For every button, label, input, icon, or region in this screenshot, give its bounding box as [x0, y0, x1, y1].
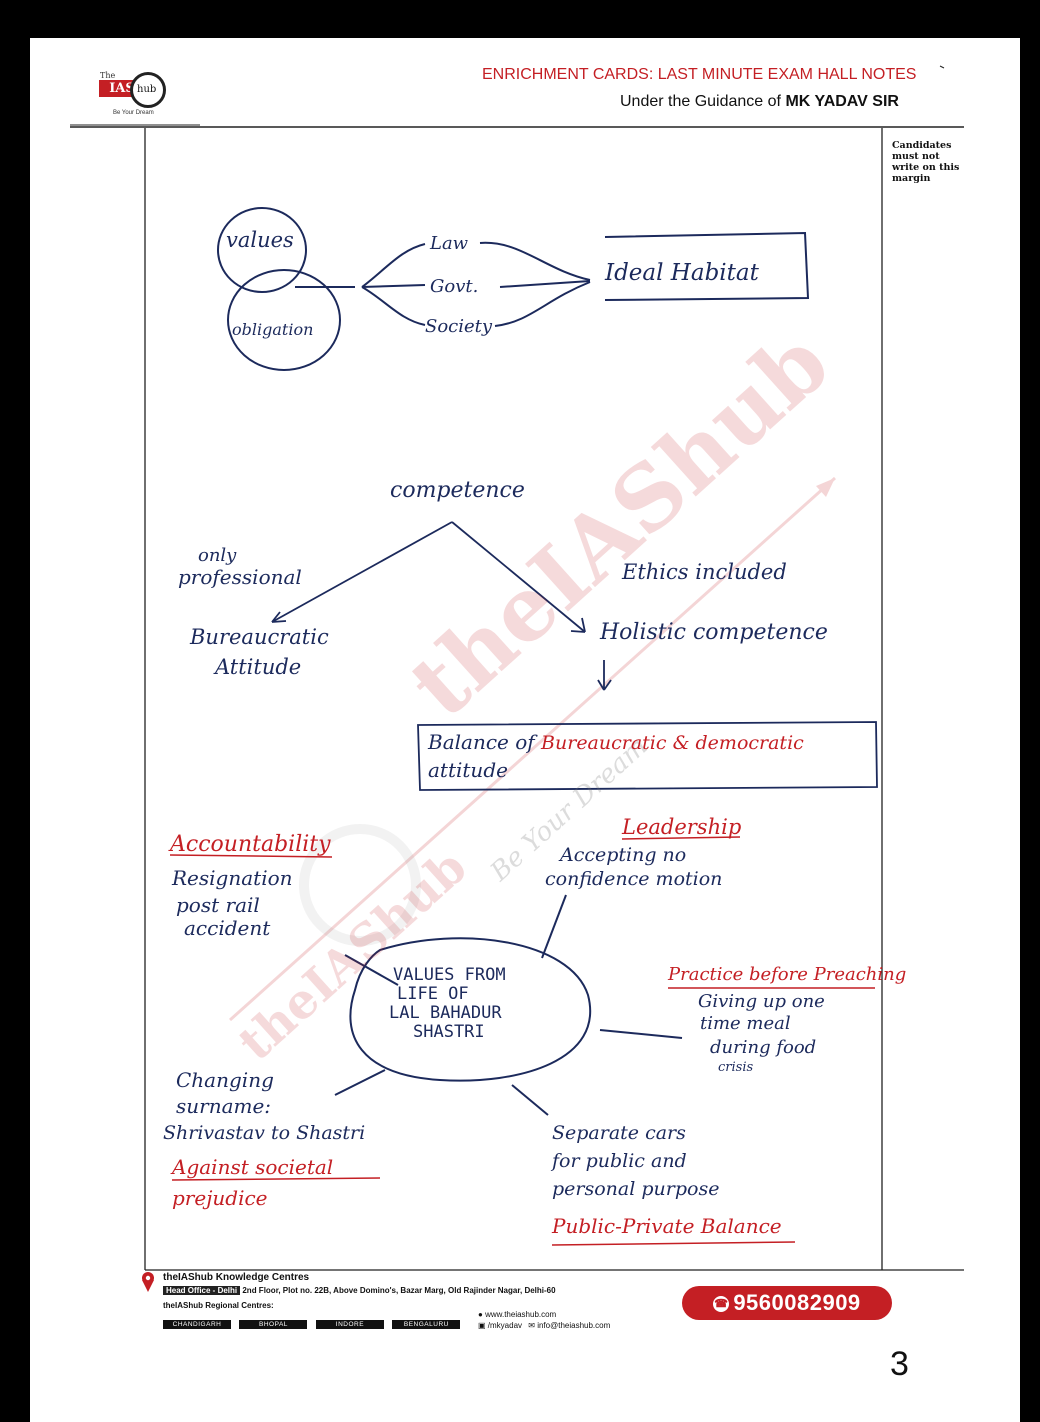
phone-badge[interactable]: ☎9560082909 — [682, 1286, 892, 1320]
bureaucratic-label: Bureaucratic — [190, 625, 329, 649]
public-private-label: Public-Private Balance — [552, 1214, 782, 1238]
watermark-ring — [299, 824, 421, 946]
leadership-line-2: confidence motion — [545, 868, 723, 890]
practice-line-1: Giving up one — [698, 991, 825, 1012]
social-line: ▣ /mkyadav ✉ info@theiashub.com — [478, 1321, 610, 1330]
watermark-arrow — [228, 476, 837, 1022]
logo-tagline: Be Your Dream — [113, 110, 154, 116]
surname-line-2: surname: — [176, 1094, 272, 1118]
societal-line-1: Against societal — [172, 1155, 334, 1179]
govt-label: Govt. — [430, 276, 479, 297]
guidance-name: MK YADAV SIR — [785, 93, 899, 110]
law-label: Law — [430, 233, 469, 254]
obligation-label: obligation — [232, 320, 314, 339]
regional-tag: CHANDIGARH — [163, 1320, 231, 1329]
ethics-included-label: Ethics included — [622, 560, 787, 584]
social-handle[interactable]: /mkyadav — [487, 1321, 523, 1330]
surname-line-1: Changing — [176, 1068, 274, 1092]
logo-the: The — [100, 71, 116, 80]
professional-label: professional — [178, 565, 302, 589]
attitude-label: Attitude — [215, 655, 302, 679]
phone-number: 9560082909 — [733, 1290, 861, 1315]
location-pin-icon — [142, 1272, 154, 1292]
center-line-4: SHASTRI — [413, 1022, 485, 1042]
head-office-label: Head Office - Delhi — [163, 1286, 241, 1295]
holistic-competence-label: Holistic competence — [600, 620, 828, 645]
page-title: ENRICHMENT CARDS: LAST MINUTE EXAM HALL … — [482, 66, 917, 83]
social-icon: ▣ — [478, 1321, 486, 1330]
centres-title: theIAShub Knowledge Centres — [163, 1272, 310, 1283]
attitude-box-label: attitude — [428, 758, 508, 782]
website-line: ● www.theiashub.com — [478, 1310, 556, 1319]
leadership-title: Leadership — [622, 815, 742, 839]
regional-tag: BENGALURU — [392, 1320, 461, 1329]
balance-text: Balance of — [428, 730, 535, 754]
accountability-line-3: accident — [184, 916, 271, 940]
regional-tag: INDORE — [315, 1320, 384, 1329]
email-link[interactable]: info@theiashub.com — [537, 1321, 611, 1330]
guidance-prefix: Under the Guidance of — [620, 93, 781, 110]
balance-label: Balance of Bureaucratic & democratic — [428, 730, 804, 754]
cars-line-3: personal purpose — [552, 1178, 720, 1200]
globe-icon: ● — [478, 1310, 483, 1319]
society-label: Society — [425, 316, 493, 337]
practice-line-2: time meal — [700, 1013, 791, 1034]
head-office-address: 2nd Floor, Plot no. 22B, Above Domino's,… — [242, 1286, 556, 1295]
bureaucratic-democratic-text: Bureaucratic & democratic — [541, 732, 804, 754]
competence-label: competence — [390, 478, 525, 503]
practice-line-4: crisis — [718, 1060, 754, 1075]
mail-icon: ✉ — [528, 1321, 535, 1330]
accountability-line-1: Resignation — [172, 866, 293, 890]
only-label: only — [198, 545, 237, 566]
center-line-2: LIFE OF — [397, 984, 469, 1004]
leadership-line-1: Accepting no — [560, 844, 687, 866]
accountability-title: Accountability — [170, 832, 331, 857]
practice-line-3: during food — [710, 1037, 817, 1058]
ideal-habitat-label: Ideal Habitat — [605, 260, 759, 286]
center-text: VALUES FROM LIFE OF LAL BAHADUR SHASTRI — [385, 966, 575, 1042]
societal-line-2: prejudice — [172, 1186, 268, 1210]
page-number: 3 — [890, 1345, 909, 1383]
cars-line-1: Separate cars — [552, 1122, 686, 1144]
center-line-3: LAL BAHADUR — [389, 1003, 502, 1023]
logo-hub: hub — [137, 84, 157, 95]
values-label: values — [226, 228, 294, 252]
notes-page — [30, 38, 1020, 1422]
center-line-1: VALUES FROM — [393, 965, 506, 985]
regional-tag: BHOPAL — [239, 1320, 308, 1329]
cars-line-2: for public and — [552, 1150, 687, 1172]
guidance-line: Under the Guidance of MK YADAV SIR — [620, 93, 899, 111]
logo-ring-icon — [130, 72, 166, 108]
website-link[interactable]: www.theiashub.com — [485, 1310, 557, 1319]
surname-line-3: Shrivastav to Shastri — [163, 1122, 366, 1144]
head-office-line: Head Office - Delhi 2nd Floor, Plot no. … — [163, 1286, 556, 1295]
practice-title: Practice before Preaching — [668, 964, 907, 985]
regional-centres: CHANDIGARH BHOPAL INDORE BENGALURU — [163, 1313, 464, 1331]
margin-note: Candidates must not write on this margin — [892, 140, 960, 184]
regional-title: theIAShub Regional Centres: — [163, 1301, 274, 1310]
accountability-line-2: post rail — [176, 893, 260, 917]
phone-icon: ☎ — [713, 1296, 730, 1313]
